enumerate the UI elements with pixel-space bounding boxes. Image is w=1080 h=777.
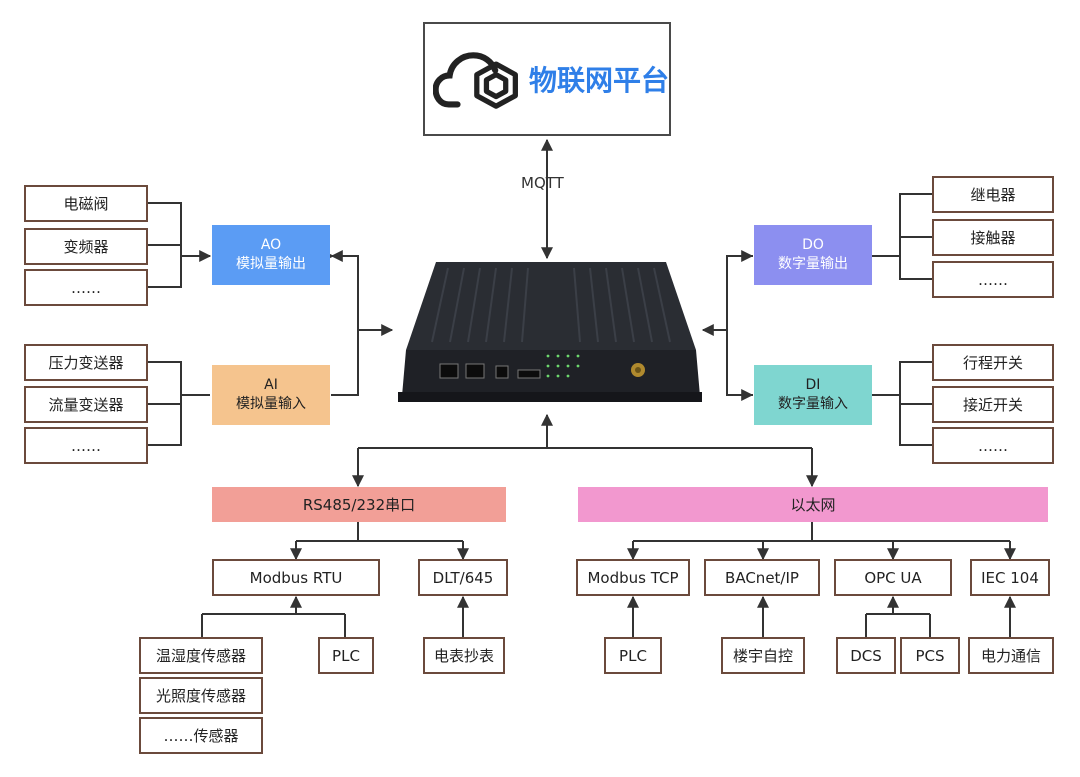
gateway-device-image [398,262,702,402]
serial-plc-box: PLC [318,637,374,674]
iot-platform-box: 物联网平台 [423,22,671,136]
ai-module-box: AI 模拟量输入 [212,365,330,425]
do-module-box: DO 数字量输出 [754,225,872,285]
di-code: DI [805,377,821,393]
di-module-box: DI 数字量输入 [754,365,872,425]
ai-device-1: 压力变送器 [24,344,148,381]
ai-device-2: 流量变送器 [24,386,148,423]
di-device-2: 接近开关 [932,386,1054,423]
opc-ua-box: OPC UA [834,559,952,596]
ao-device-3: …… [24,269,148,306]
serial-bus-bar: RS485/232串口 [212,487,506,522]
di-device-3: …… [932,427,1054,464]
do-name: 数字量输出 [778,256,848,272]
ai-name: 模拟量输入 [236,396,306,412]
platform-title: 物联网平台 [528,64,669,97]
power-comm-box: 电力通信 [968,637,1054,674]
sensor-box-2: 光照度传感器 [139,677,263,714]
di-name: 数字量输入 [778,396,848,412]
do-device-3: …… [932,261,1054,298]
ethernet-plc-box: PLC [604,637,662,674]
ao-device-1: 电磁阀 [24,185,148,222]
mqtt-label: MQTT [521,174,564,192]
dlt645-box: DLT/645 [418,559,508,596]
building-control-box: 楼宇自控 [721,637,805,674]
ao-name: 模拟量输出 [236,256,306,272]
sensor-box-1: 温湿度传感器 [139,637,263,674]
di-device-1: 行程开关 [932,344,1054,381]
modbus-tcp-box: Modbus TCP [576,559,690,596]
do-device-1: 继电器 [932,176,1054,213]
ethernet-bus-bar: 以太网 [578,487,1048,522]
do-code: DO [802,237,824,253]
ao-module-box: AO 模拟量输出 [212,225,330,285]
do-device-2: 接触器 [932,219,1054,256]
ai-device-3: …… [24,427,148,464]
ao-code: AO [260,237,282,253]
meter-reading-box: 电表抄表 [423,637,505,674]
sensor-box-3: ……传感器 [139,717,263,754]
bacnet-box: BACnet/IP [704,559,820,596]
ai-code: AI [264,377,278,393]
cloud-logo-icon [433,52,518,109]
modbus-rtu-box: Modbus RTU [212,559,380,596]
pcs-box: PCS [900,637,960,674]
iec104-box: IEC 104 [970,559,1050,596]
dcs-box: DCS [836,637,896,674]
ao-device-2: 变频器 [24,228,148,265]
